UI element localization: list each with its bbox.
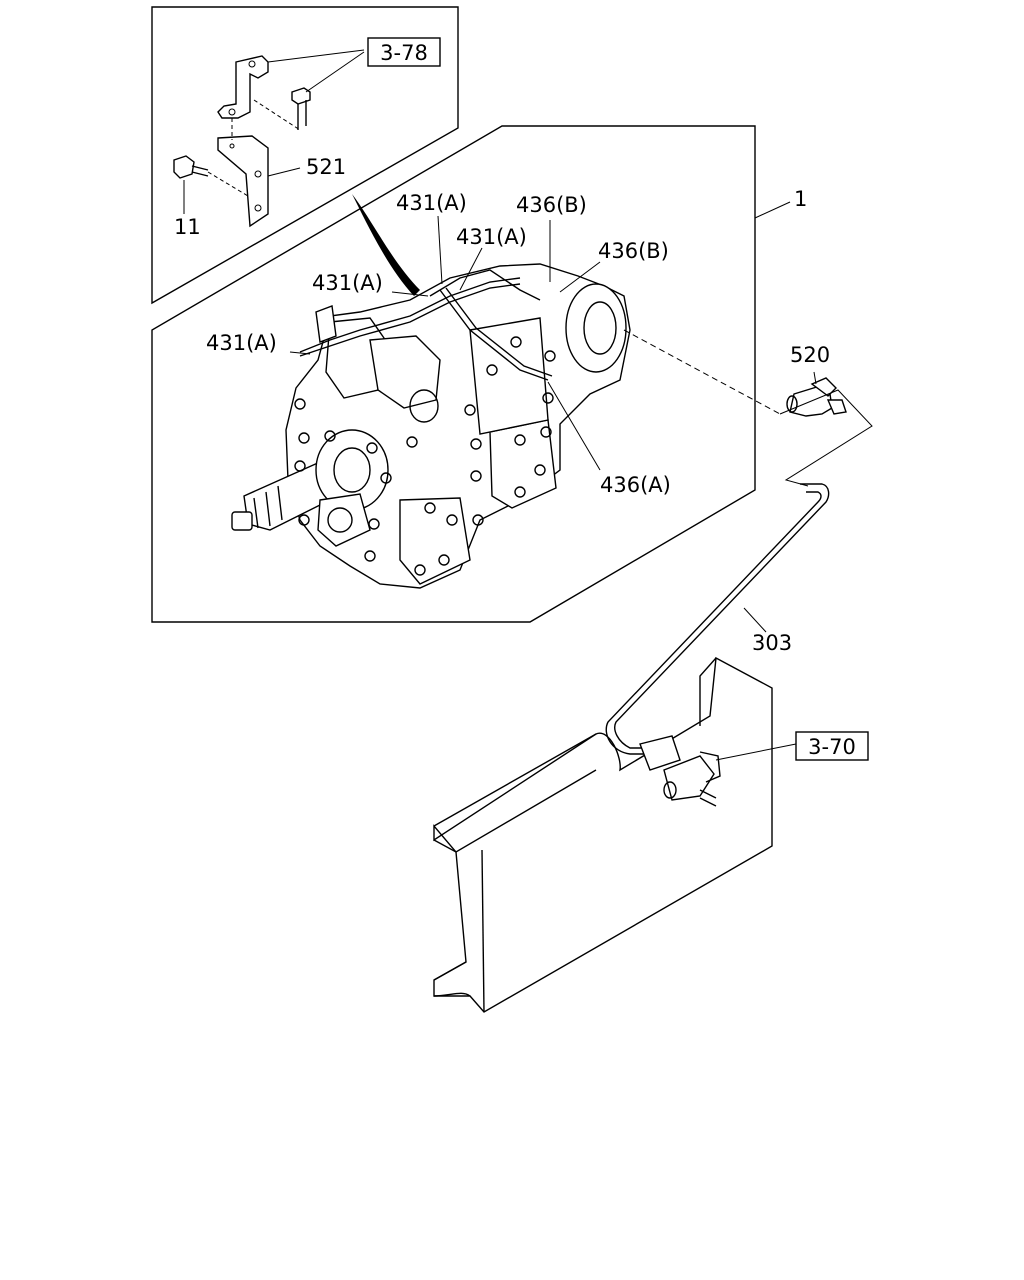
ref-3-78-label: 3-78 xyxy=(380,41,428,65)
label-1: 1 xyxy=(794,187,807,211)
label-520: 520 xyxy=(790,343,830,367)
callout-3-70: 3-70 xyxy=(795,731,869,761)
label-431a-mid: 431(A) xyxy=(456,225,527,249)
label-431a-top: 431(A) xyxy=(396,191,467,215)
callout-3-78: 3-78 xyxy=(367,37,441,67)
transmission-panel xyxy=(151,125,756,623)
fitting-520 xyxy=(786,371,847,417)
ref-3-70-label: 3-70 xyxy=(808,735,856,759)
frame-rail xyxy=(433,656,797,1013)
housing-bolts xyxy=(294,336,556,576)
label-436a: 436(A) xyxy=(600,473,671,497)
label-436b-right: 436(B) xyxy=(598,239,669,263)
bracket-inset-panel xyxy=(151,6,459,305)
label-431a-far-left: 431(A) xyxy=(206,331,277,355)
transmission-body xyxy=(231,263,631,589)
label-521: 521 xyxy=(306,155,346,179)
label-11: 11 xyxy=(174,215,201,239)
label-436b-top: 436(B) xyxy=(516,193,587,217)
main-leaders xyxy=(289,201,791,471)
label-303: 303 xyxy=(752,631,792,655)
label-431a-left: 431(A) xyxy=(312,271,383,295)
pipe-303 xyxy=(605,483,830,755)
